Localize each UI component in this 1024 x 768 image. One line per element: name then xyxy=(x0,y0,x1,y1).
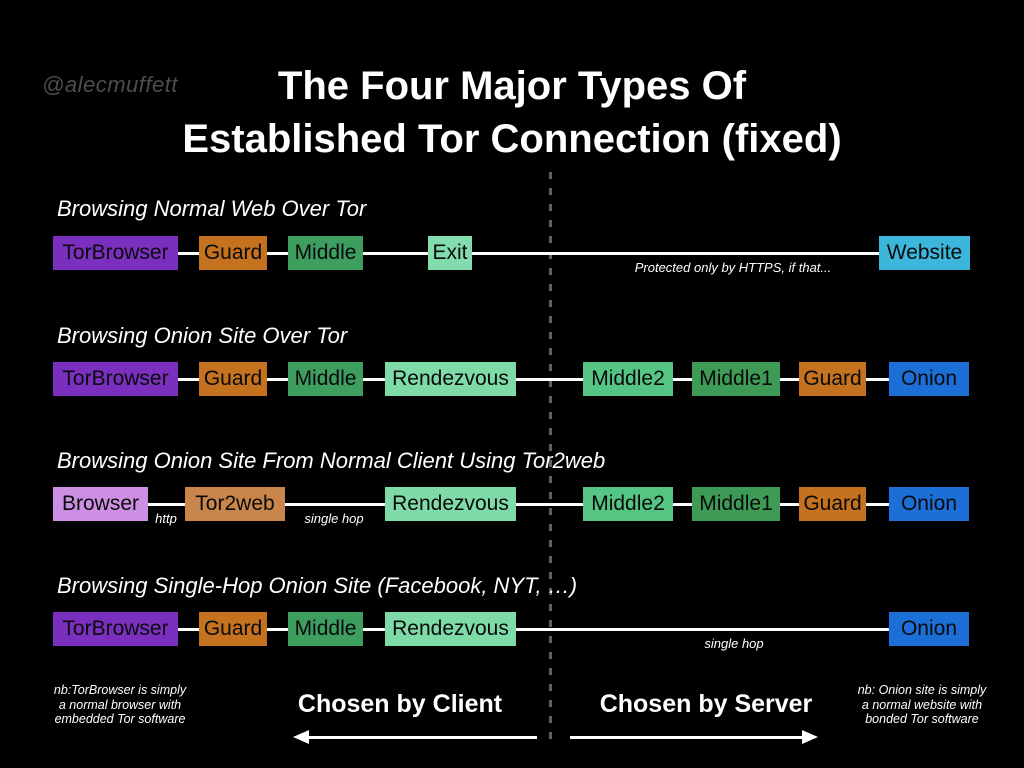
node-onion: Onion xyxy=(889,362,969,396)
row-label: Browsing Onion Site Over Tor xyxy=(57,323,348,348)
node-onion: Onion xyxy=(889,612,969,646)
node-middle: Middle xyxy=(288,612,363,646)
node-website: Website xyxy=(879,236,970,270)
author-handle: @alecmuffett xyxy=(42,72,178,97)
connection-line xyxy=(115,252,925,255)
node-guard: Guard xyxy=(199,362,267,396)
chosen-by-server-label: Chosen by Server xyxy=(599,690,813,718)
node-guard: Guard xyxy=(199,236,267,270)
slide-title: The Four Major Types Of Established Tor … xyxy=(0,60,1024,166)
arrowhead-left-icon xyxy=(293,730,309,744)
connection-line xyxy=(115,378,929,381)
node-torbrowser: TorBrowser xyxy=(53,236,178,270)
node-rendezvous: Rendezvous xyxy=(385,612,516,646)
node-rendezvous: Rendezvous xyxy=(385,487,516,521)
client-direction-arrow xyxy=(293,730,537,744)
line-annotation: http xyxy=(155,511,177,526)
node-rendezvous: Rendezvous xyxy=(385,362,516,396)
node-guard: Guard xyxy=(799,362,866,396)
node-guard: Guard xyxy=(199,612,267,646)
node-torbrowser: TorBrowser xyxy=(53,612,178,646)
node-middle: Middle xyxy=(288,362,363,396)
node-middle2: Middle2 xyxy=(583,487,673,521)
node-torbrowser: TorBrowser xyxy=(53,362,178,396)
connection-line xyxy=(115,628,929,631)
node-exit: Exit xyxy=(428,236,472,270)
row-label: Browsing Single-Hop Onion Site (Facebook… xyxy=(57,573,578,598)
node-guard: Guard xyxy=(799,487,866,521)
node-middle1: Middle1 xyxy=(692,362,780,396)
line-annotation: single hop xyxy=(304,511,364,526)
node-browser: Browser xyxy=(53,487,148,521)
node-middle1: Middle1 xyxy=(692,487,780,521)
right-footnote: nb: Onion site is simply a normal websit… xyxy=(857,683,987,726)
node-middle: Middle xyxy=(288,236,363,270)
client-server-divider-line xyxy=(549,172,552,748)
slide-title-line2: Established Tor Connection (fixed) xyxy=(182,117,842,161)
row-label: Browsing Normal Web Over Tor xyxy=(57,196,367,221)
node-onion: Onion xyxy=(889,487,969,521)
arrowhead-right-icon xyxy=(802,730,818,744)
node-middle2: Middle2 xyxy=(583,362,673,396)
slide-title-line1: The Four Major Types Of xyxy=(277,64,747,108)
left-footnote: nb:TorBrowser is simply a normal browser… xyxy=(53,683,187,726)
node-tor2web: Tor2web xyxy=(185,487,285,521)
chosen-by-client-label: Chosen by Client xyxy=(297,690,503,718)
line-annotation: Protected only by HTTPS, if that... xyxy=(634,260,832,275)
row-label: Browsing Onion Site From Normal Client U… xyxy=(57,448,606,473)
line-annotation: single hop xyxy=(704,636,764,651)
server-direction-arrow xyxy=(570,730,818,744)
